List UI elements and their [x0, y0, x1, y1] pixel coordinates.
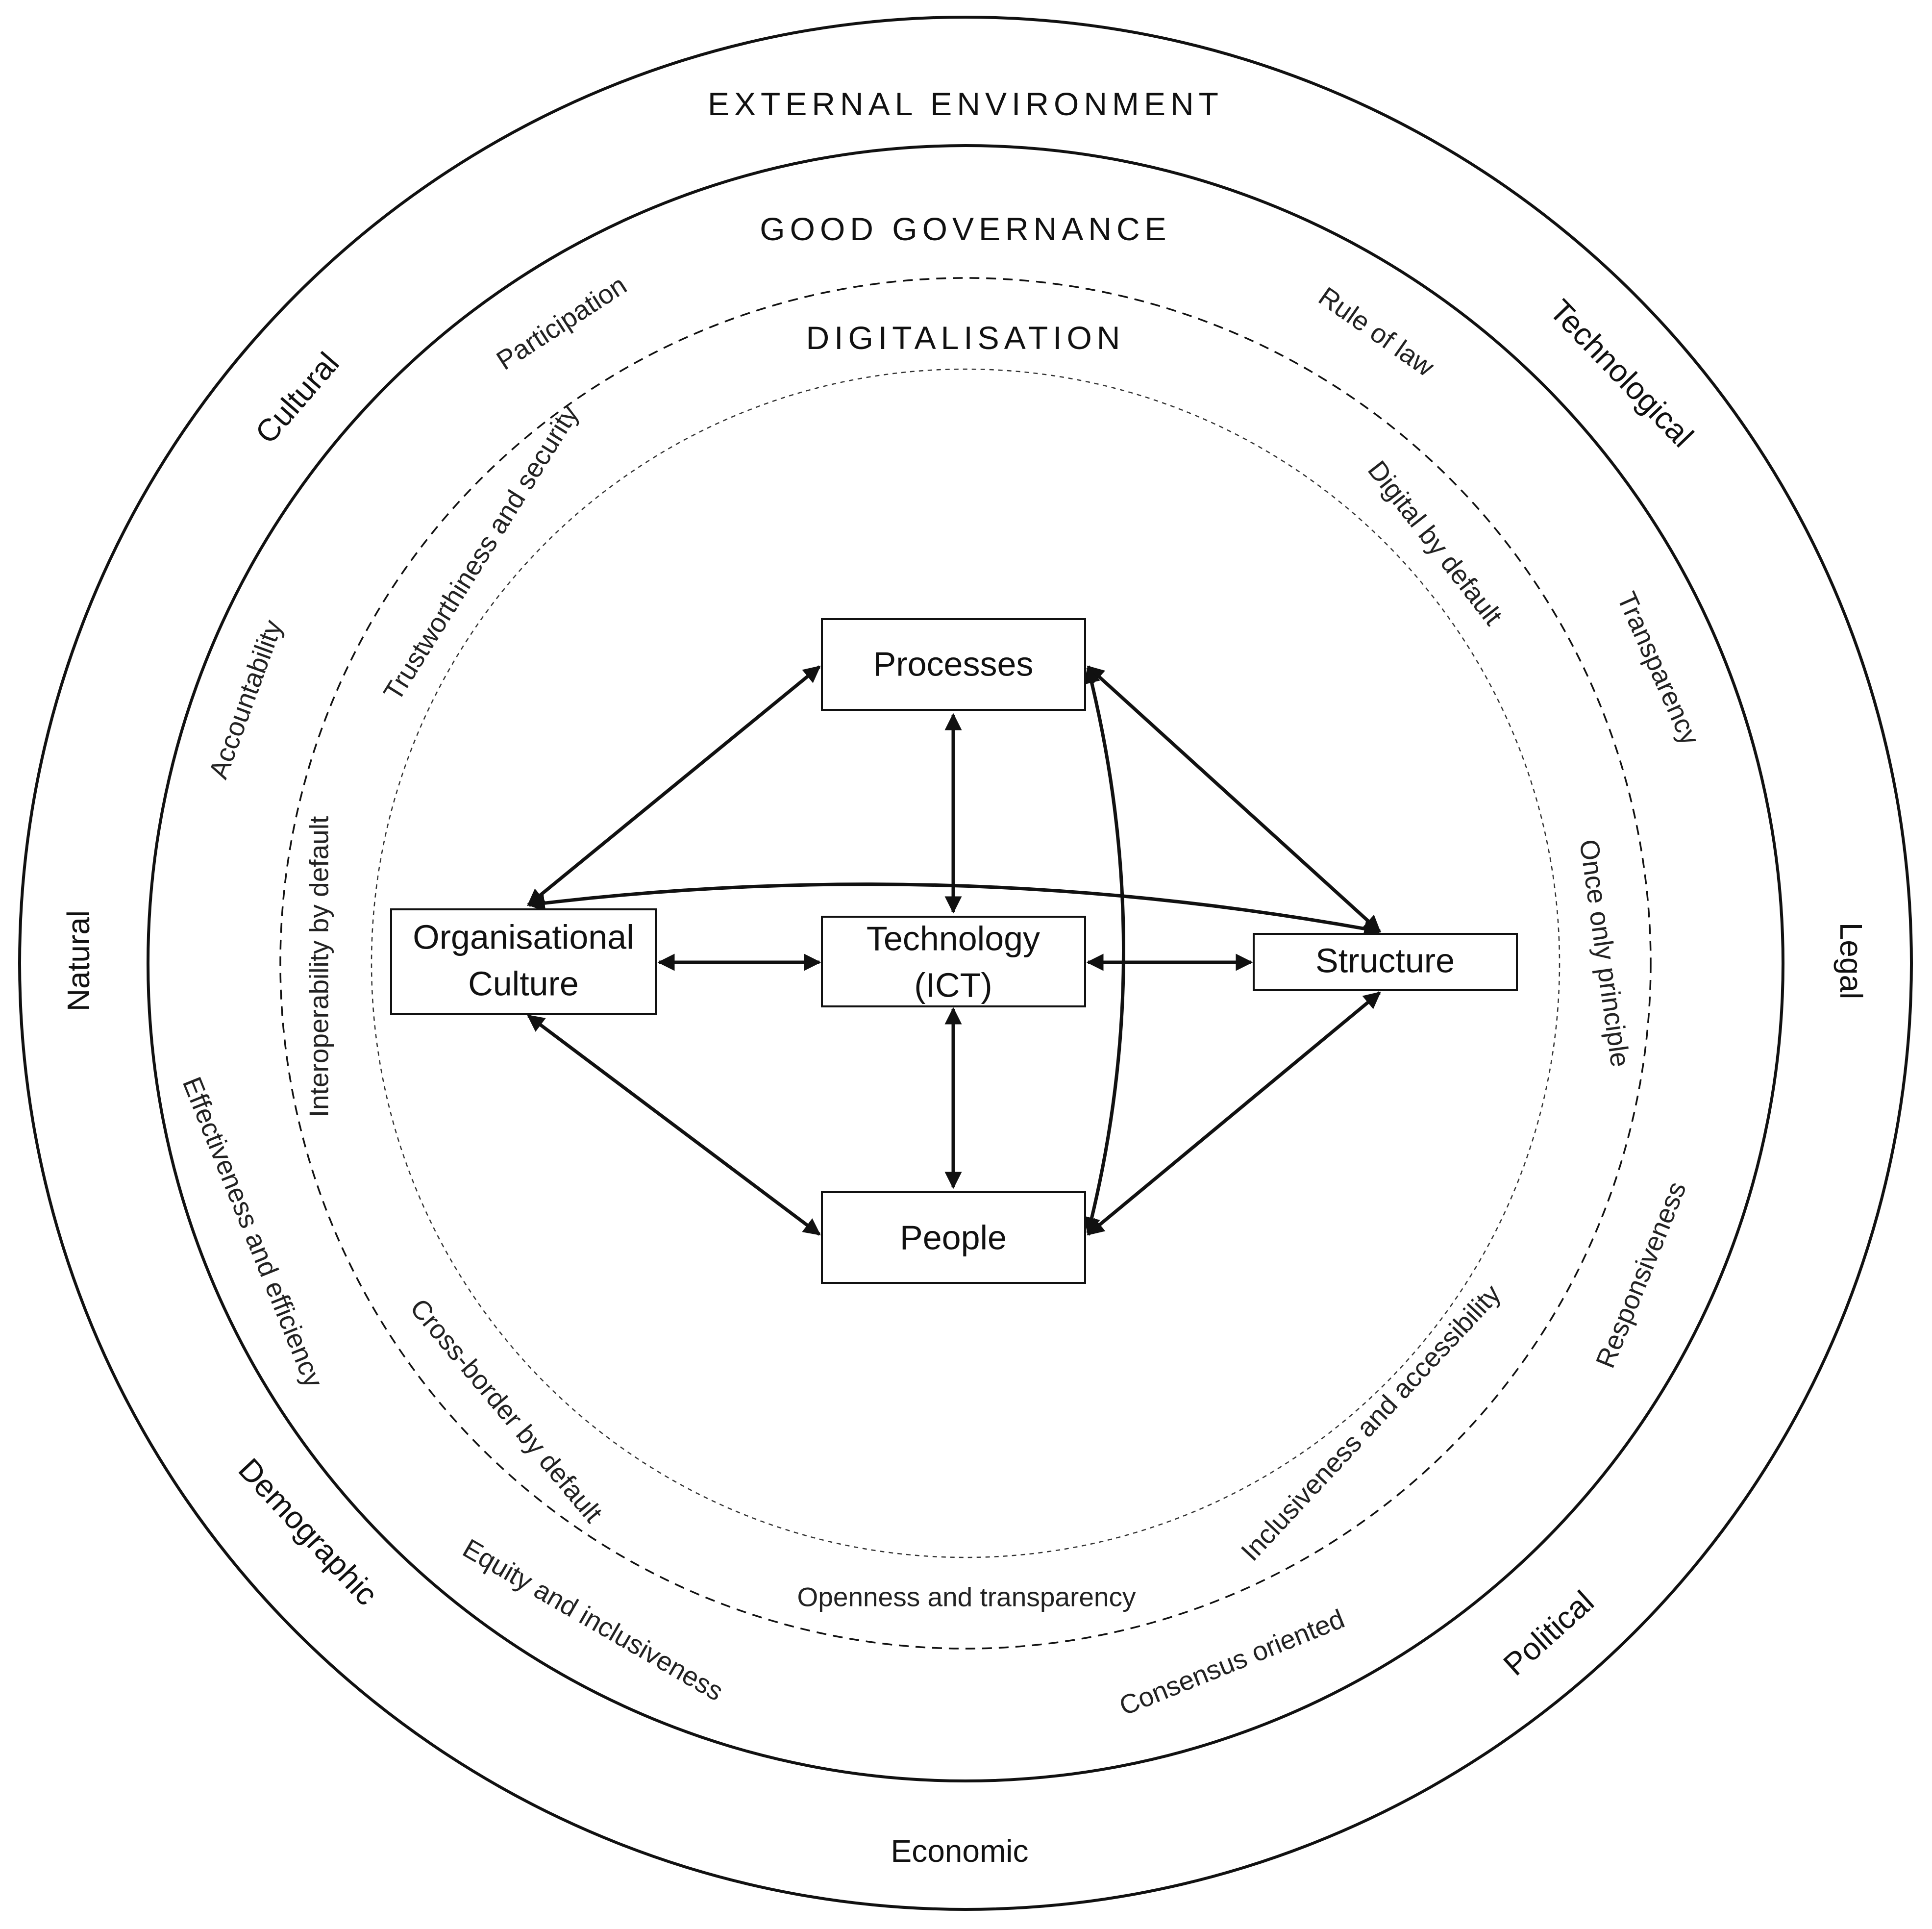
principle-trustworthiness-and-security: Trustworthiness and security [377, 400, 585, 706]
digitalisation-ring [279, 277, 1652, 1650]
principle-transparency: Transparency [1611, 587, 1706, 750]
principle-interoperability-by-default: Interoperability by default [304, 816, 334, 1118]
structure-box: Structure [1253, 933, 1518, 991]
env-factor-natural: Natural [61, 910, 96, 1011]
good-governance-title: GOOD GOVERNANCE [760, 211, 1171, 247]
external-environment-title: EXTERNAL ENVIRONMENT [708, 86, 1223, 122]
arrow-culture-processes [527, 665, 821, 906]
arrow-processes-structure [1087, 665, 1381, 933]
env-factor-cultural: Cultural [248, 346, 346, 451]
arrow-processes-people [1083, 666, 1125, 1235]
arrow-culture-people [527, 1014, 821, 1236]
digitalisation-title: DIGITALISATION [806, 320, 1125, 356]
principle-participation: Participation [491, 270, 632, 376]
principle-once-only: Once only principle [1574, 837, 1635, 1069]
principle-responsiveness: Responsiveness [1590, 1177, 1692, 1372]
people-label: People [900, 1218, 1007, 1256]
processes-label: Processes [873, 645, 1034, 683]
organisational-culture-label-line2: Culture [468, 964, 579, 1002]
principle-cross-border-by-default: Cross-border by default [404, 1293, 609, 1528]
organisational-culture-box: Organisational Culture [390, 908, 657, 1015]
principle-effectiveness-and-efficiency: Effectiveness and efficiency [177, 1073, 329, 1392]
arrow-people-structure [1087, 991, 1381, 1236]
processes-box: Processes [821, 618, 1086, 711]
principle-inclusiveness-and-accessibility: Inclusiveness and accessibility [1235, 1278, 1507, 1567]
principle-digital-by-default: Digital by default [1362, 455, 1509, 631]
structure-label: Structure [1315, 941, 1455, 979]
technology-box: Technology (ICT) [821, 916, 1086, 1007]
organisational-culture-label-line1: Organisational [413, 918, 634, 956]
core-ring [371, 368, 1560, 1558]
principle-equity-and-inclusiveness: Equity and inclusiveness [458, 1533, 729, 1707]
principle-rule-of-law: Rule of law [1313, 281, 1440, 382]
env-factor-legal: Legal [1833, 923, 1869, 1000]
external-environment-ring [18, 16, 1913, 1911]
good-governance-ring [147, 144, 1784, 1782]
technology-label-line1: Technology [867, 919, 1040, 957]
people-box: People [821, 1191, 1086, 1284]
arrow-culture-structure [527, 882, 1382, 937]
principle-openness-and-transparency: Openness and transparency [797, 1582, 1136, 1612]
technology-label-line2: (ICT) [914, 966, 992, 1004]
env-factor-economic: Economic [891, 1833, 1029, 1869]
env-factor-technological: Technological [1543, 293, 1700, 454]
env-factor-political: Political [1497, 1584, 1601, 1682]
